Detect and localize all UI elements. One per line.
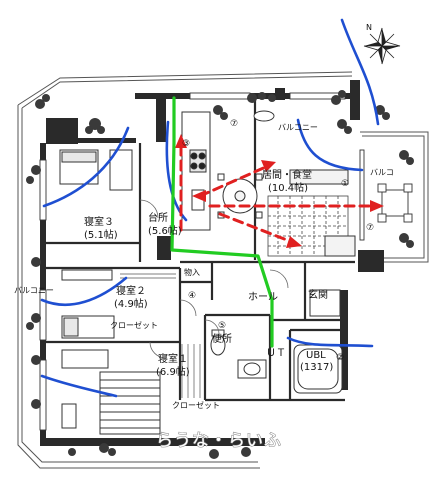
living-room-size: (10.4帖) — [268, 181, 308, 194]
circulation-red — [179, 144, 374, 244]
bed-room3 — [59, 149, 133, 191]
closet-hatch — [120, 273, 201, 398]
plants — [26, 90, 414, 459]
breeze-line-living — [296, 118, 364, 172]
utility-label: ＵＴ — [266, 348, 286, 359]
living-room-label: 居間・食堂 — [262, 168, 312, 181]
red-flow-south — [218, 212, 294, 244]
breeze-line-bed3 — [42, 126, 130, 208]
circulation-green — [170, 96, 274, 348]
arrow-left-icon — [192, 190, 206, 202]
plant-icon — [399, 233, 414, 248]
breeze-line-bath — [286, 336, 374, 348]
sofa — [289, 169, 356, 257]
bed-room1 — [61, 349, 161, 435]
green-flow-corridor — [170, 96, 274, 348]
bath-label: UBL — [306, 350, 326, 361]
plant-icon — [68, 448, 76, 456]
storage-label: 物入 — [184, 267, 200, 277]
marker-5: ⑤ — [218, 321, 226, 331]
marker-7-right: ⑦ — [366, 223, 374, 233]
balcony-furniture — [253, 110, 413, 223]
compass-icon: N — [363, 23, 401, 65]
bedroom1-size: (6.9帖) — [156, 365, 190, 378]
bed-room2 — [61, 269, 115, 339]
interior-walls — [46, 100, 355, 402]
red-flow-north — [198, 164, 270, 198]
door-swings — [139, 199, 289, 359]
hall-label: ホール — [248, 291, 278, 303]
plant-icon — [241, 447, 251, 457]
plant-icon — [99, 443, 116, 456]
plant-icon — [399, 150, 414, 165]
kitchen-size: (5.6帖) — [148, 224, 182, 237]
washbasin — [237, 359, 267, 379]
compass-label: N — [366, 23, 372, 32]
bedroom2-size: (4.9帖) — [114, 297, 148, 310]
watermark: らうな・らいふ — [156, 431, 282, 451]
marker-7-top: ⑦ — [230, 119, 238, 129]
plant-icon — [331, 90, 346, 105]
bath-size: (1317) — [300, 362, 333, 373]
marker-3: ③ — [182, 139, 190, 149]
arrow-right-icon — [286, 236, 302, 248]
closet-bed2-label: クローゼット — [110, 320, 158, 330]
plant-icon — [209, 449, 219, 459]
plant-icon — [85, 118, 105, 134]
arrow-right-icon — [261, 160, 276, 172]
marker-1: ① — [341, 179, 349, 189]
arrow-right-icon — [370, 200, 384, 212]
plant-icon — [247, 92, 276, 103]
toilet-label: 便所 — [212, 332, 232, 345]
plant-icon — [213, 105, 228, 120]
plant-icon — [26, 165, 41, 184]
marker-2: ② — [336, 353, 344, 363]
windows — [39, 92, 365, 431]
red-arrowheads — [175, 134, 384, 248]
breeze-line-balcony — [340, 18, 380, 126]
closet-bed1-label: クローゼット — [172, 400, 220, 410]
plant-icon — [26, 313, 41, 330]
bedroom3-label: 寝室３ — [84, 215, 114, 228]
plant-icon — [31, 257, 41, 267]
breeze-line-bed1 — [40, 374, 118, 398]
breeze-line-bed2 — [40, 276, 128, 306]
bathtub — [293, 344, 343, 394]
plant-icon — [337, 119, 352, 134]
toilet-fixture — [210, 329, 226, 356]
bedroom1-label: 寝室１ — [158, 352, 188, 365]
bedroom2-label: 寝室２ — [116, 284, 146, 297]
plant-icon — [31, 355, 41, 365]
plant-icon — [35, 94, 50, 109]
plant-icon — [31, 399, 41, 409]
balcony-left-label: バルコニー — [14, 286, 54, 295]
arrow-up-icon — [175, 134, 187, 148]
shoe-cabinet — [309, 289, 341, 317]
kitchen-counter — [181, 111, 211, 231]
kitchen-label: 台所 — [148, 211, 168, 224]
plant-icon — [375, 105, 390, 120]
entrance-label: 玄関 — [308, 288, 328, 301]
bedroom3-size: (5.1帖) — [84, 228, 118, 241]
balcony-top-label: バルコニー — [278, 123, 318, 132]
marker-4: ④ — [188, 291, 196, 301]
balcony-right-label: バルコ — [370, 168, 394, 177]
balcony-rails — [17, 71, 429, 469]
